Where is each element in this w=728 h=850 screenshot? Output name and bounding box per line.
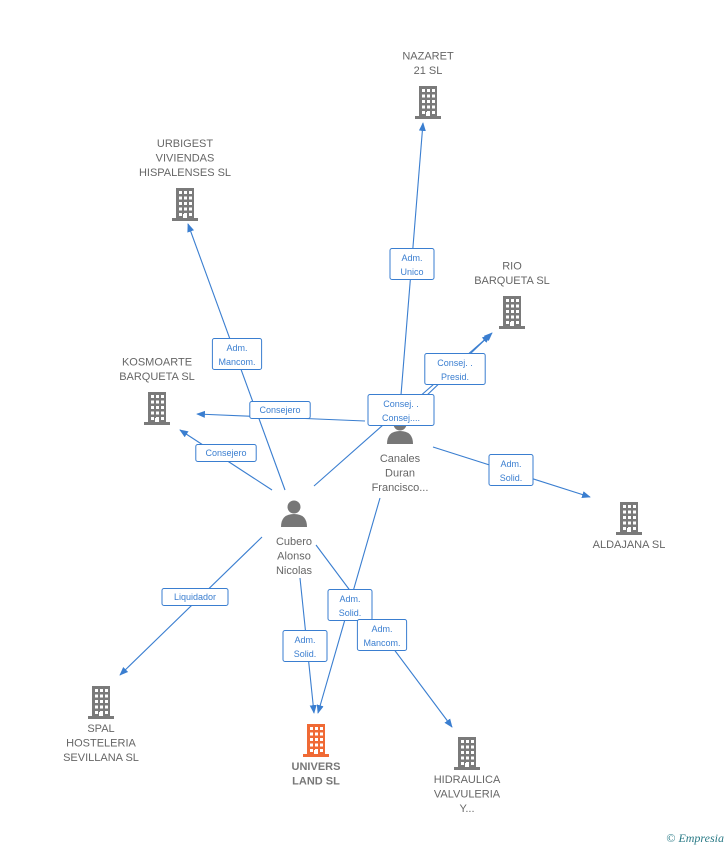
node-kosmoarte[interactable]: KOSMOARTE BARQUETA SL: [119, 357, 195, 426]
brand-watermark: ©Empresia: [666, 831, 724, 846]
edge-label-box: [282, 630, 328, 662]
node-rio[interactable]: RIO BARQUETA SL: [474, 261, 550, 330]
edge-label-box: [389, 248, 435, 280]
edge-label-text: Solid.: [500, 473, 523, 483]
edge-label-canales-to-univers[interactable]: Adm. Solid.: [327, 589, 373, 621]
edge-label-box: [211, 338, 263, 370]
edge-label-box: [356, 619, 408, 651]
edge-label-text: Adm.: [339, 594, 360, 604]
edge-cubero-to-canales: [313, 424, 384, 487]
edge-label-box: [195, 444, 257, 462]
node-label: BARQUETA SL: [474, 275, 550, 287]
node-canales[interactable]: CanalesDuranFrancisco...: [372, 417, 429, 495]
node-label: HIDRAULICA: [434, 774, 501, 786]
node-label: Nicolas: [276, 565, 313, 577]
building-icon: [303, 724, 329, 757]
node-nazaret[interactable]: NAZARET 21 SL: [402, 51, 454, 120]
edge-label-box: [327, 589, 373, 621]
edge-label-canales-to-rio[interactable]: Consej. . Consej....: [367, 394, 435, 426]
node-hidraulica[interactable]: HIDRAULICA VALVULERIA Y...: [434, 737, 501, 815]
edge-label-box: [249, 401, 311, 419]
edge-label-cubero-to-spal[interactable]: Liquidador: [161, 588, 229, 606]
node-label: UNIVERS: [292, 761, 341, 773]
copyright-icon: ©: [666, 831, 676, 845]
node-spal[interactable]: SPAL HOSTELERIA SEVILLANA SL: [63, 686, 139, 764]
building-icon: [88, 686, 114, 719]
edge-label-text: Solid.: [294, 649, 317, 659]
edge-label-text: Mancom.: [363, 638, 400, 648]
edge-label-canales-to-aldajana[interactable]: Adm. Solid.: [488, 454, 534, 486]
node-label: Y...: [459, 803, 474, 815]
node-label: SEVILLANA SL: [63, 752, 139, 764]
brand-name: Empresia: [678, 831, 724, 845]
edge-label-canales-to-nazaret[interactable]: Adm. Unico: [389, 248, 435, 280]
edge-label-box: [424, 353, 486, 385]
node-label: Duran: [385, 468, 415, 480]
edge-label-text: Presid.: [441, 372, 469, 382]
nodes-layer: NAZARET 21 SL URBIGEST VIVIENDAS HISPALENSES…: [63, 51, 665, 816]
edge-label-text: Adm.: [294, 635, 315, 645]
building-icon: [616, 502, 642, 535]
edge-label-cubero-to-urbigest[interactable]: Adm. Mancom.: [211, 338, 263, 370]
node-label: URBIGEST: [157, 138, 214, 150]
edge-label-canales-to-rio[interactable]: Consej. . Presid.: [424, 353, 486, 385]
node-label: Cubero: [276, 536, 312, 548]
edge-label-cubero-to-univers[interactable]: Adm. Solid.: [282, 630, 328, 662]
edge-label-text: Adm.: [226, 343, 247, 353]
person-icon: [281, 500, 307, 527]
node-urbigest[interactable]: URBIGEST VIVIENDAS HISPALENSES SL: [139, 138, 231, 221]
edge-label-text: Adm.: [401, 253, 422, 263]
edge-label-text: Liquidador: [174, 592, 216, 602]
edge-label-box: [488, 454, 534, 486]
node-label: RIO: [502, 261, 522, 273]
edge-label-box: [161, 588, 229, 606]
edge-label-text: Mancom.: [218, 357, 255, 367]
edge-label-text: Adm.: [500, 459, 521, 469]
edge-label-cubero-to-hidraulica[interactable]: Adm. Mancom.: [356, 619, 408, 651]
node-label: SPAL: [87, 723, 114, 735]
node-label: VIVIENDAS: [156, 153, 215, 165]
node-label: VALVULERIA: [434, 789, 501, 801]
node-label: NAZARET: [402, 51, 454, 63]
edge-label-text: Consej. .: [383, 399, 419, 409]
edge-label-canales-to-kosmoarte[interactable]: Consejero: [249, 401, 311, 419]
edge-label-text: Solid.: [339, 608, 362, 618]
building-icon: [172, 188, 198, 221]
node-label: HOSTELERIA: [66, 738, 136, 750]
edge-label-text: Consej. .: [437, 358, 473, 368]
building-icon: [415, 86, 441, 119]
node-univers[interactable]: UNIVERS LAND SL: [292, 724, 341, 788]
node-label: ALDAJANA SL: [593, 539, 666, 551]
edge-label-text: Consejero: [205, 448, 246, 458]
building-icon: [144, 392, 170, 425]
node-label: Alonso: [277, 551, 311, 563]
edge-label-cubero-to-kosmoarte[interactable]: Consejero: [195, 444, 257, 462]
node-label: LAND SL: [292, 776, 340, 788]
node-label: KOSMOARTE: [122, 357, 192, 369]
node-label: 21 SL: [414, 65, 443, 77]
building-icon: [499, 296, 525, 329]
building-icon: [454, 737, 480, 770]
node-label: Francisco...: [372, 482, 429, 494]
node-label: Canales: [380, 453, 421, 465]
node-aldajana[interactable]: ALDAJANA SL: [593, 502, 666, 551]
edge-label-text: Consej....: [382, 413, 420, 423]
edge-label-box: [367, 394, 435, 426]
edge-label-text: Consejero: [259, 405, 300, 415]
edge-label-text: Adm.: [371, 624, 392, 634]
node-label: BARQUETA SL: [119, 371, 195, 383]
node-label: HISPALENSES SL: [139, 167, 231, 179]
edge-label-text: Unico: [400, 267, 423, 277]
